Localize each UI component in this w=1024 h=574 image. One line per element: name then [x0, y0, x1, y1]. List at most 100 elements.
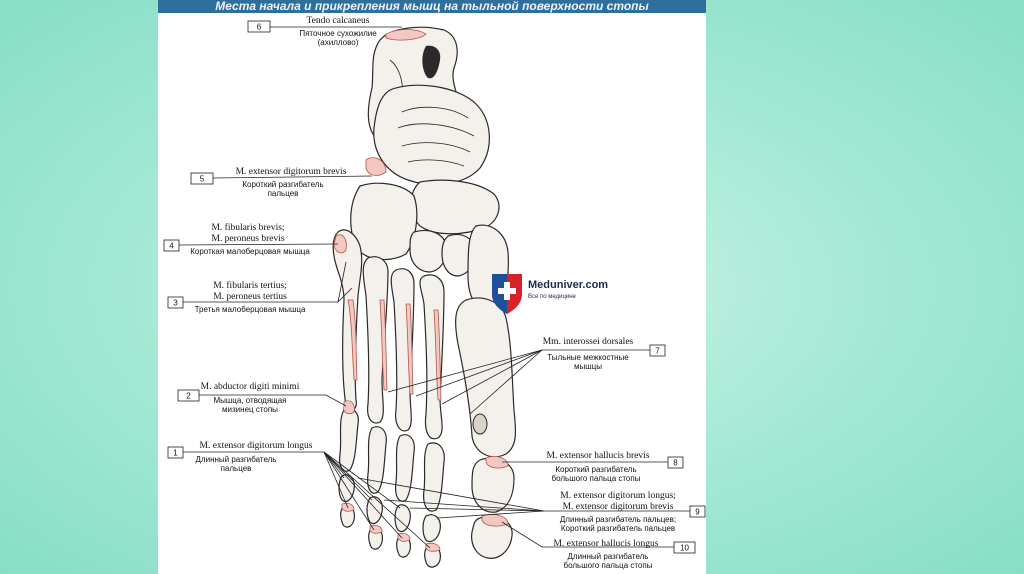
toe4-middle-phalanx — [366, 496, 383, 525]
fibularis-tertius-attachment — [347, 299, 358, 381]
label-number: 8 — [673, 459, 678, 468]
label-number: 5 — [200, 175, 205, 184]
foot-bones — [332, 26, 517, 568]
label-number-box — [177, 389, 200, 402]
interossei-attachment-1 — [379, 299, 388, 391]
sesamoid-bone — [472, 413, 488, 435]
toe2-proximal-phalanx — [423, 442, 445, 512]
foot-skeleton-diagram: Meduniver.com Все по медицине 6 Tendo ca… — [163, 16, 706, 570]
logo-brand: Meduniver.com — [528, 279, 608, 291]
label-russian: Короткий разгибатель — [555, 465, 636, 474]
toe4-proximal-phalanx — [367, 426, 387, 494]
logo-tagline: Все по медицине — [528, 294, 577, 300]
label-latin: M. extensor hallucis longus — [553, 539, 658, 549]
leader-7c — [441, 349, 543, 405]
calcaneus-cavity — [422, 45, 441, 79]
label-russian: Короткая малоберцовая мышца — [190, 247, 310, 256]
leader-1f — [323, 451, 373, 501]
leader-10 — [501, 521, 674, 548]
leader-1c — [323, 451, 403, 539]
label-latin: M. extensor hallucis brevis — [547, 451, 650, 461]
label-number: 6 — [257, 23, 262, 32]
leader-9d — [437, 510, 545, 519]
leader-3 — [183, 261, 353, 303]
edb-origin-attachment — [365, 157, 387, 176]
leader-9c — [409, 507, 545, 512]
edl-attachment-toe2 — [425, 542, 441, 552]
interossei-attachment-2 — [405, 303, 414, 395]
fourth-metatarsal-bone — [362, 256, 389, 424]
leader-1d — [323, 451, 431, 549]
label-latin: Tendo calcaneus — [307, 16, 370, 26]
leader-lines — [178, 26, 692, 549]
label-7: 7 Mm. interossei dorsales Тыльные межкос… — [543, 337, 666, 371]
leader-1e — [323, 451, 345, 479]
label-5: 5 M. extensor digitorum brevis Короткий … — [190, 167, 347, 198]
toe3-middle-phalanx — [394, 504, 411, 533]
label-russian: Короткий разгибатель пальцев — [561, 524, 675, 533]
label-number: 4 — [169, 242, 174, 251]
label-6: 6 Tendo calcaneus Пяточное сухожилие (ах… — [247, 16, 377, 47]
leader-1g — [323, 451, 401, 509]
label-1: 1 M. extensor digitorum longus Длинный р… — [167, 441, 313, 473]
label-russian: Короткий разгибатель — [242, 180, 323, 189]
label-number: 1 — [173, 449, 178, 458]
toe5-proximal-phalanx — [339, 408, 359, 472]
label-russian: большого пальца стопы — [552, 474, 641, 483]
label-number: 2 — [186, 392, 191, 401]
label-number: 3 — [173, 299, 178, 308]
label-latin: M. abductor digiti minimi — [201, 382, 300, 392]
label-latin: M. extensor digitorum brevis — [236, 167, 347, 177]
label-latin: M. extensor digitorum longus — [200, 441, 313, 451]
label-number-box — [163, 239, 180, 252]
label-3: 3 M. fibularis tertius; M. peroneus tert… — [167, 280, 306, 314]
label-latin: M. peroneus brevis — [211, 234, 284, 244]
label-latin: M. extensor digitorum brevis — [563, 502, 674, 512]
toe1-proximal-phalanx — [471, 457, 515, 513]
label-number-box — [190, 172, 214, 185]
label-number-box — [247, 20, 271, 33]
label-10: 10 M. extensor hallucis longus Длинный р… — [553, 539, 696, 570]
slide-title: Места начала и прикрепления мышц на тыль… — [158, 0, 706, 13]
fibularis-brevis-attachment — [333, 234, 347, 254]
label-2: 2 M. abductor digiti minimi Мышца, отвод… — [177, 382, 300, 414]
label-russian: большого пальца стопы — [564, 561, 653, 570]
edl-attachment-toe4 — [369, 524, 383, 534]
label-number-box — [649, 344, 666, 357]
talus-trochlea-lines — [397, 106, 475, 167]
label-latin: M. fibularis brevis; — [211, 222, 284, 233]
cuboid-bone — [350, 182, 418, 261]
label-russian: мышцы — [574, 362, 602, 371]
leader-7d — [469, 349, 543, 415]
leader-9b — [383, 499, 545, 512]
label-russian: Длинный разгибатель — [196, 455, 277, 464]
leader-5 — [212, 175, 373, 179]
ehb-attachment — [485, 456, 509, 469]
abductor-attachment — [343, 400, 355, 414]
ehl-attachment — [481, 514, 509, 527]
label-latin: M. extensor digitorum longus; — [560, 491, 676, 501]
label-latin: Mm. interossei dorsales — [543, 337, 634, 347]
label-russian: Тыльные межкостные — [547, 353, 629, 362]
leader-1b — [323, 451, 375, 531]
label-latin: M. fibularis tertius; — [213, 280, 287, 291]
label-russian: Длинный разгибатель — [568, 552, 649, 561]
label-number-box — [167, 446, 184, 459]
leader-7b — [415, 349, 543, 397]
label-russian: Мышца, отводящая — [213, 396, 286, 405]
label-russian: Пяточное сухожилие — [299, 29, 377, 38]
label-russian: пальцев — [221, 464, 252, 473]
label-number: 7 — [655, 347, 660, 356]
label-4: 4 M. fibularis brevis; M. peroneus brevi… — [163, 222, 310, 256]
achilles-attachment — [385, 29, 427, 41]
fifth-metatarsal-bone — [332, 229, 363, 411]
leader-4 — [178, 243, 339, 246]
edl-attachment-toe3 — [397, 532, 411, 542]
lateral-cuneiform-bone — [409, 229, 447, 273]
toe3-proximal-phalanx — [395, 434, 415, 502]
interossei-attachment-3 — [433, 309, 442, 401]
leader-2 — [199, 394, 347, 407]
label-9: 9 M. extensor digitorum longus; M. exten… — [560, 491, 706, 533]
label-russian: пальцев — [268, 189, 299, 198]
